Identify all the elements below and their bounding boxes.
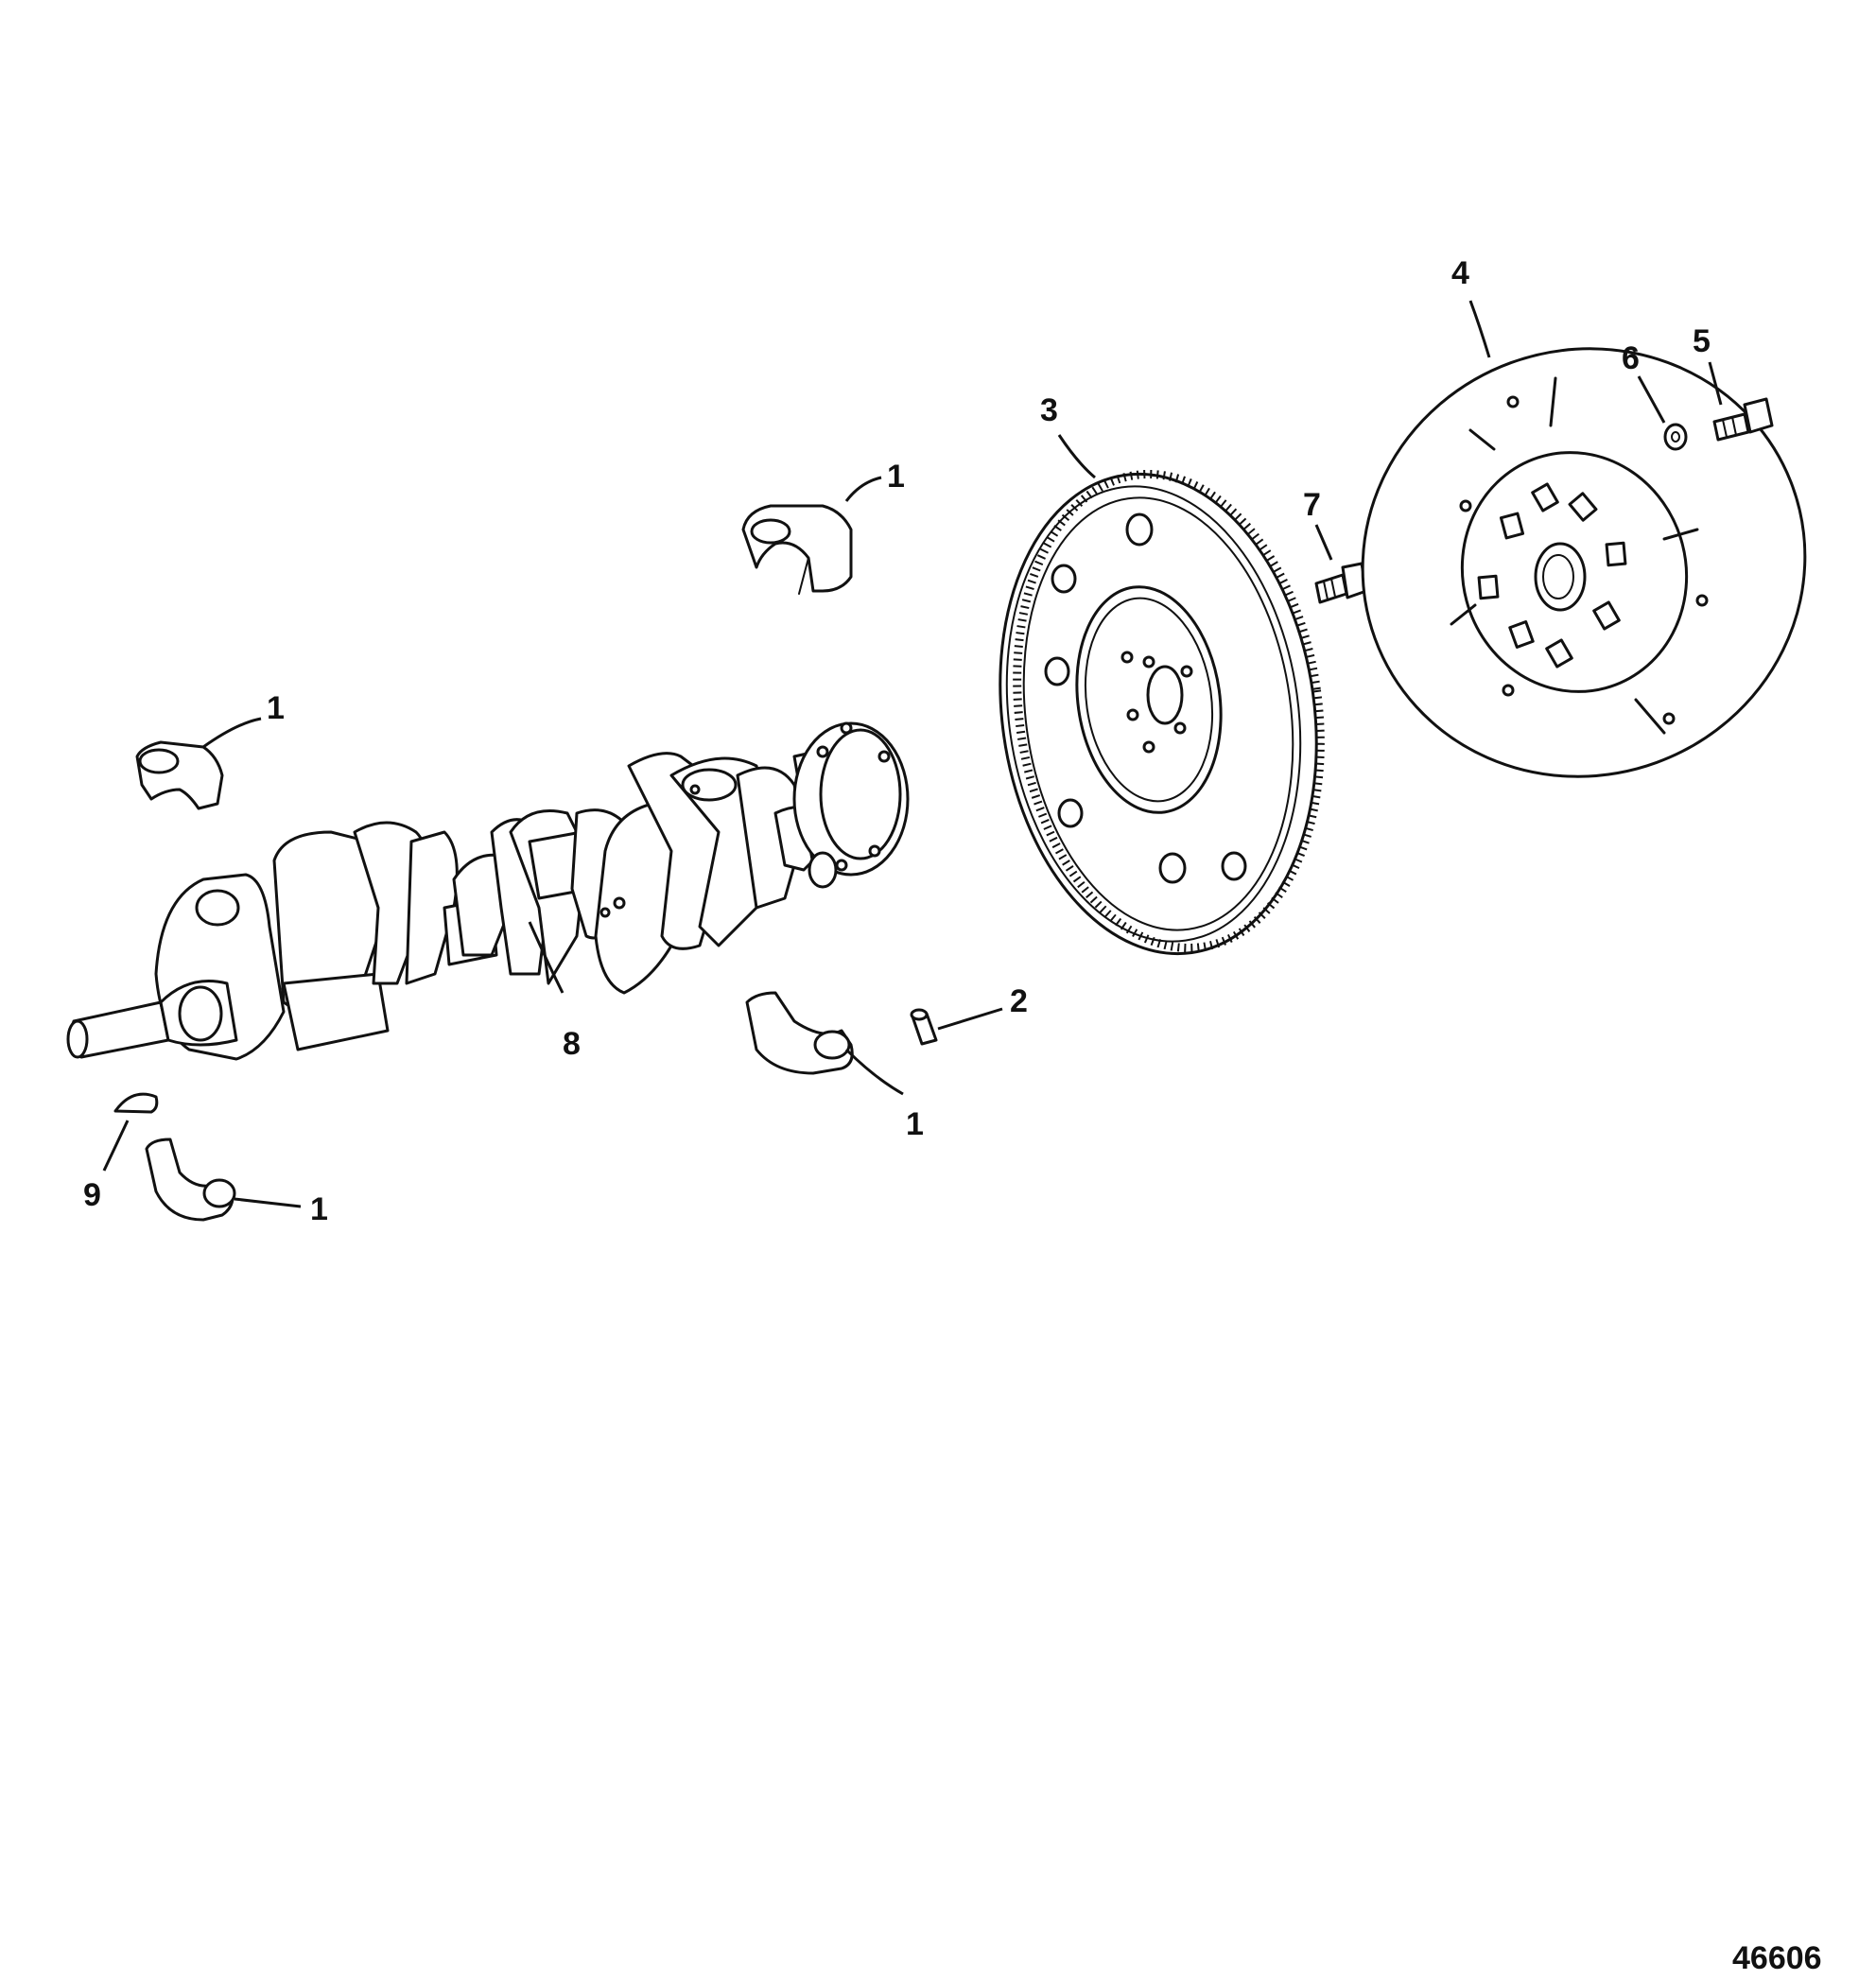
callout-labels: 1 1 1 1 2 3 4 5 6 7 8 9	[83, 255, 1711, 1227]
callout-1-upper-right: 1	[887, 459, 905, 495]
callout-7: 7	[1303, 487, 1321, 523]
drive-plate-bolt	[1712, 397, 1774, 442]
main-bearing-upper-left	[135, 740, 224, 810]
callout-3: 3	[1040, 392, 1058, 428]
figure-id: 46606	[1732, 1940, 1822, 1976]
main-bearing-lower-left	[145, 1138, 236, 1222]
flywheel-bolt	[1314, 562, 1368, 604]
flywheel	[999, 469, 1325, 956]
callout-6: 6	[1622, 340, 1640, 376]
callout-1-lower-left: 1	[310, 1191, 328, 1227]
drive-plate	[1361, 347, 1807, 778]
leader-lines	[102, 300, 1723, 1208]
washer	[1663, 423, 1688, 451]
callout-9: 9	[83, 1177, 101, 1213]
callout-1-upper-left: 1	[267, 690, 285, 726]
callout-4: 4	[1451, 255, 1469, 291]
woodruff-key	[113, 1092, 159, 1114]
callout-5: 5	[1693, 323, 1711, 359]
crankshaft	[66, 721, 910, 1061]
callout-8: 8	[563, 1026, 581, 1062]
callout-1-lower-center: 1	[906, 1106, 924, 1142]
callout-2: 2	[1010, 983, 1028, 1019]
main-bearing-lower-center	[745, 991, 854, 1075]
main-bearing-upper-right	[741, 504, 853, 595]
dowel-pin	[910, 1008, 938, 1046]
